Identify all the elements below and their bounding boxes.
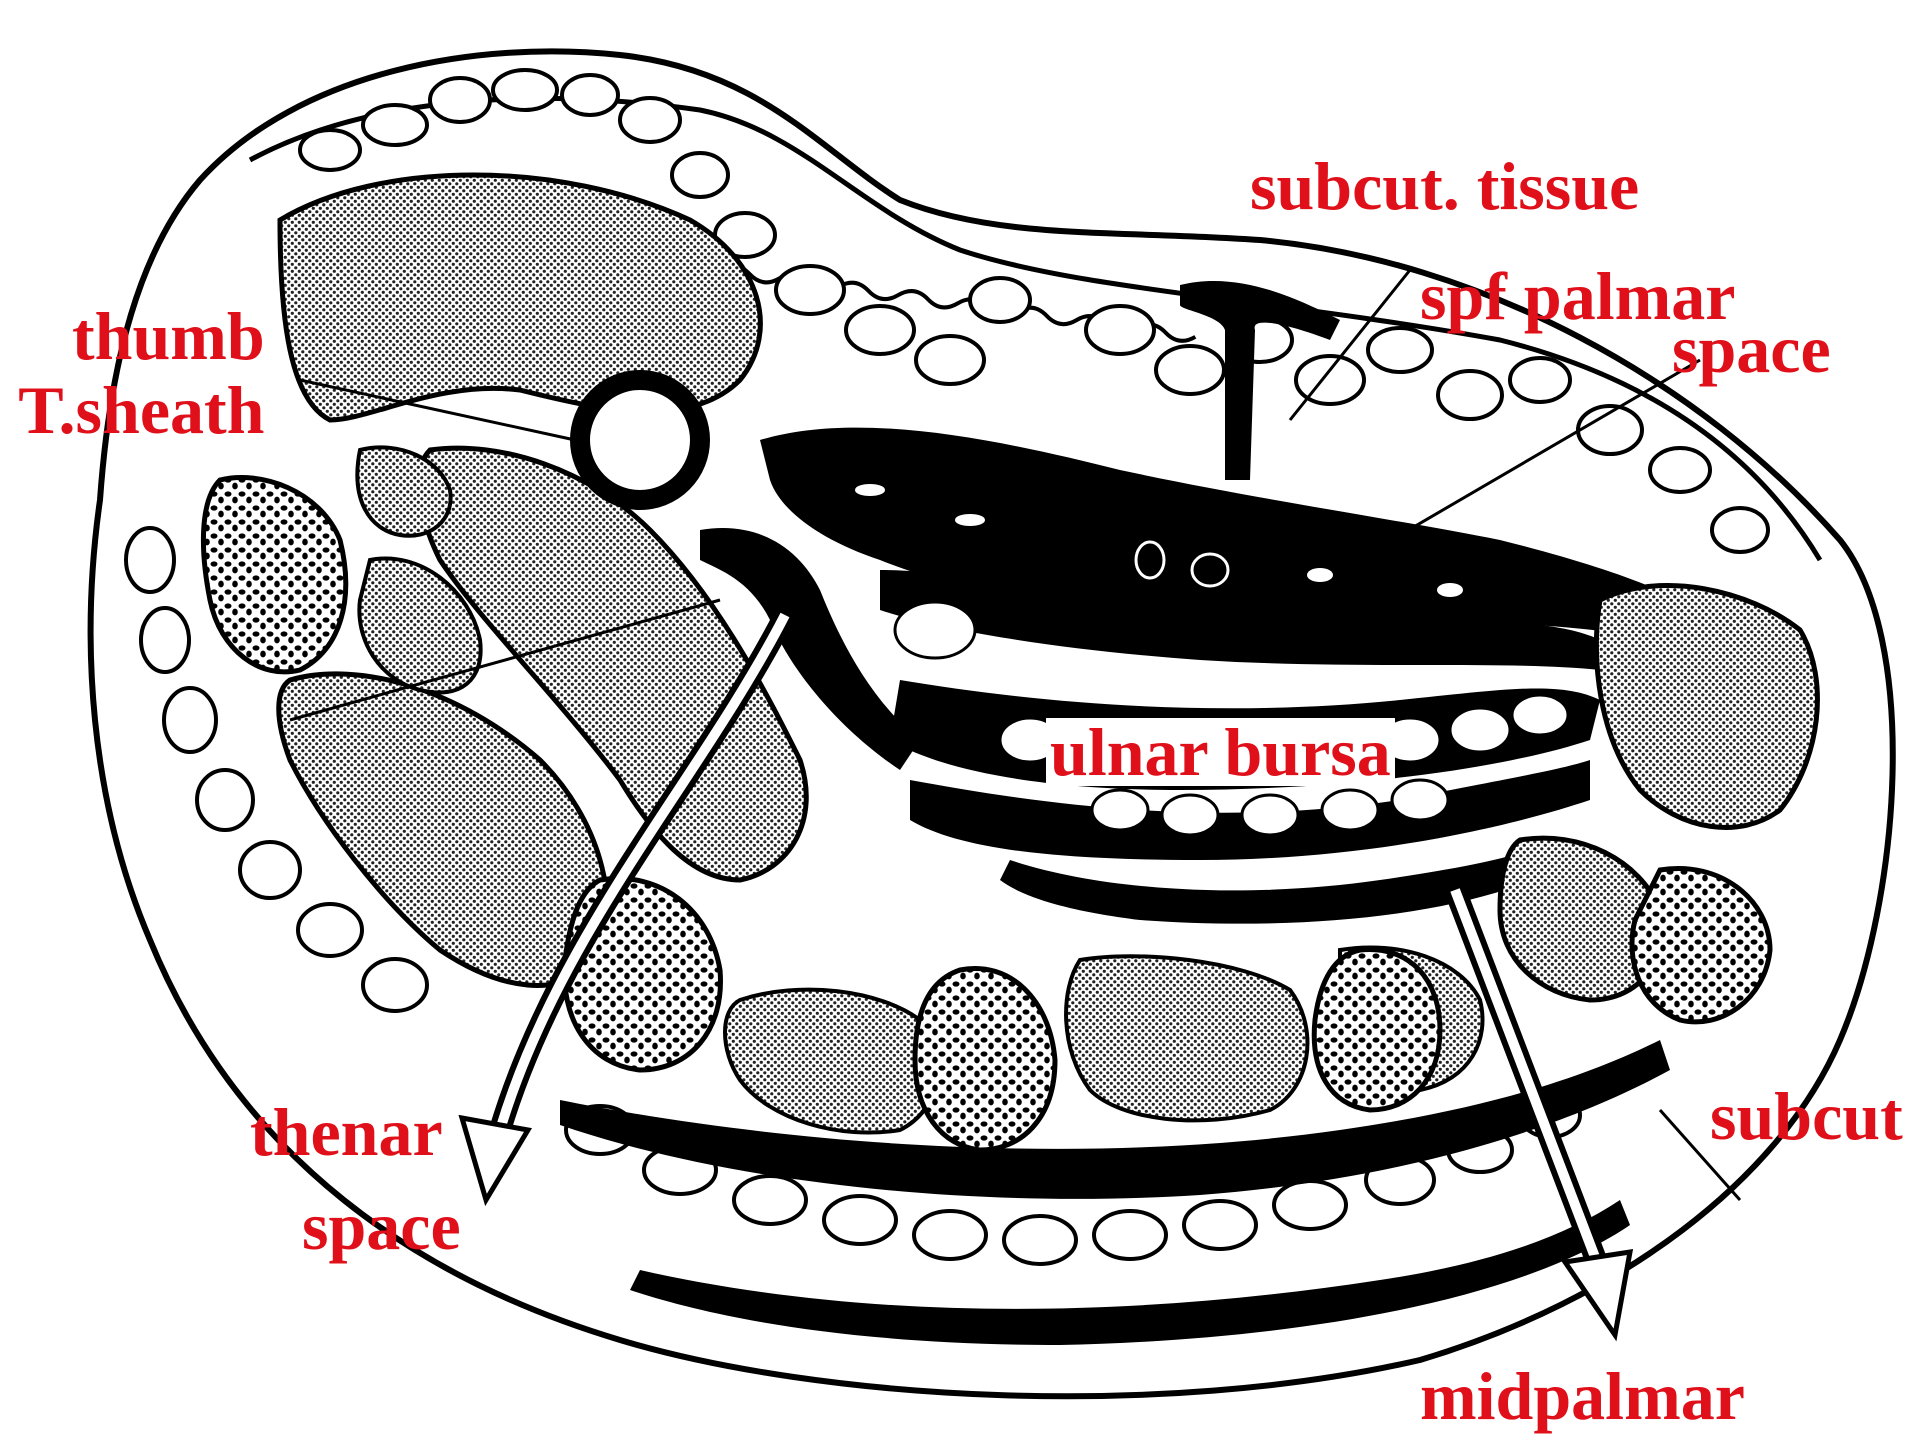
label-thumb-line2: T.sheath — [18, 376, 265, 444]
label-midpalmar: midpalmar — [1420, 1362, 1745, 1430]
label-subcut-tissue: subcut. tissue — [1250, 152, 1639, 220]
label-thumb-line1: thumb — [72, 302, 265, 370]
label-subcut: subcut — [1710, 1082, 1903, 1150]
label-thumb-tendon-sheath: thumb T.sheath — [62, 302, 265, 444]
label-thenar-line1: thenar — [250, 1098, 443, 1166]
interossei-muscle-2 — [1066, 956, 1307, 1120]
fourth-metacarpal-bone — [1314, 950, 1440, 1110]
label-thenar-line2: space — [302, 1192, 461, 1260]
third-metacarpal-bone — [915, 968, 1055, 1150]
label-spf-palmar-line2: space — [1672, 315, 1831, 383]
thumb-tendon-sheath — [580, 380, 700, 500]
label-ulnar-bursa: ulnar bursa — [1046, 718, 1395, 786]
